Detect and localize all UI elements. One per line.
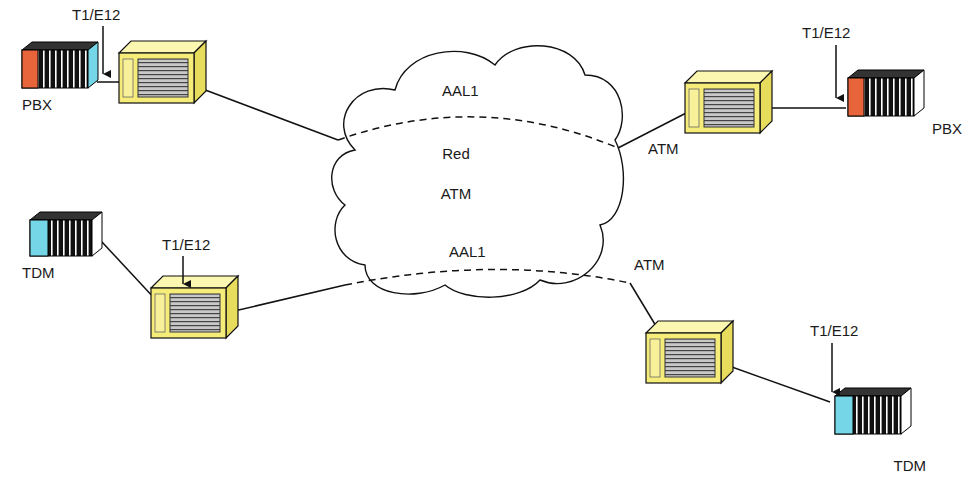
network-label: ATM: [632, 256, 667, 274]
pbx-cabinet: PBX: [846, 68, 964, 138]
interface-label: T1/E12: [160, 236, 212, 254]
tdm-cabinet: [835, 388, 911, 434]
link-line: [200, 88, 338, 140]
link-line: [230, 285, 345, 312]
pbx-label: PBX: [932, 120, 962, 138]
tdm-cabinet: [30, 212, 102, 256]
interface-label: T1/E12: [800, 24, 852, 42]
aal1-connection: [102, 242, 830, 402]
leader-arrow: [831, 343, 833, 392]
link-line: [718, 362, 830, 402]
atm-device: [646, 321, 733, 383]
network-cloud: Red ATM: [325, 30, 630, 305]
atm-device: [119, 41, 206, 103]
adaptation-layer-label: AAL1: [447, 243, 488, 261]
cloud-outline: [325, 30, 630, 305]
pbx-cabinet: PBX: [18, 40, 97, 114]
leader-arrow: [182, 256, 184, 284]
network-name: Red ATM: [433, 134, 479, 214]
interface-label: T1/E12: [70, 6, 122, 24]
leader-arrow: [835, 45, 837, 98]
link-line: [102, 242, 156, 300]
virtual-circuit: [338, 117, 618, 148]
interface-label: T1/E12: [808, 322, 860, 340]
atm-device: [151, 276, 238, 338]
pbx-cabinet: [848, 70, 924, 116]
tdm-label: TDM: [894, 457, 927, 475]
atm-device: [685, 71, 772, 133]
tdm-cabinet: TDM: [830, 385, 930, 475]
pbx-cabinet: [22, 42, 98, 88]
leader-arrow: [102, 26, 104, 74]
link-line: [97, 81, 122, 83]
network-label: ATM: [646, 140, 681, 158]
pbx-label: PBX: [22, 96, 52, 114]
adaptation-layer-label: AAL1: [440, 82, 481, 100]
tdm-cabinet: TDM: [20, 210, 102, 282]
tdm-label: TDM: [22, 264, 55, 282]
